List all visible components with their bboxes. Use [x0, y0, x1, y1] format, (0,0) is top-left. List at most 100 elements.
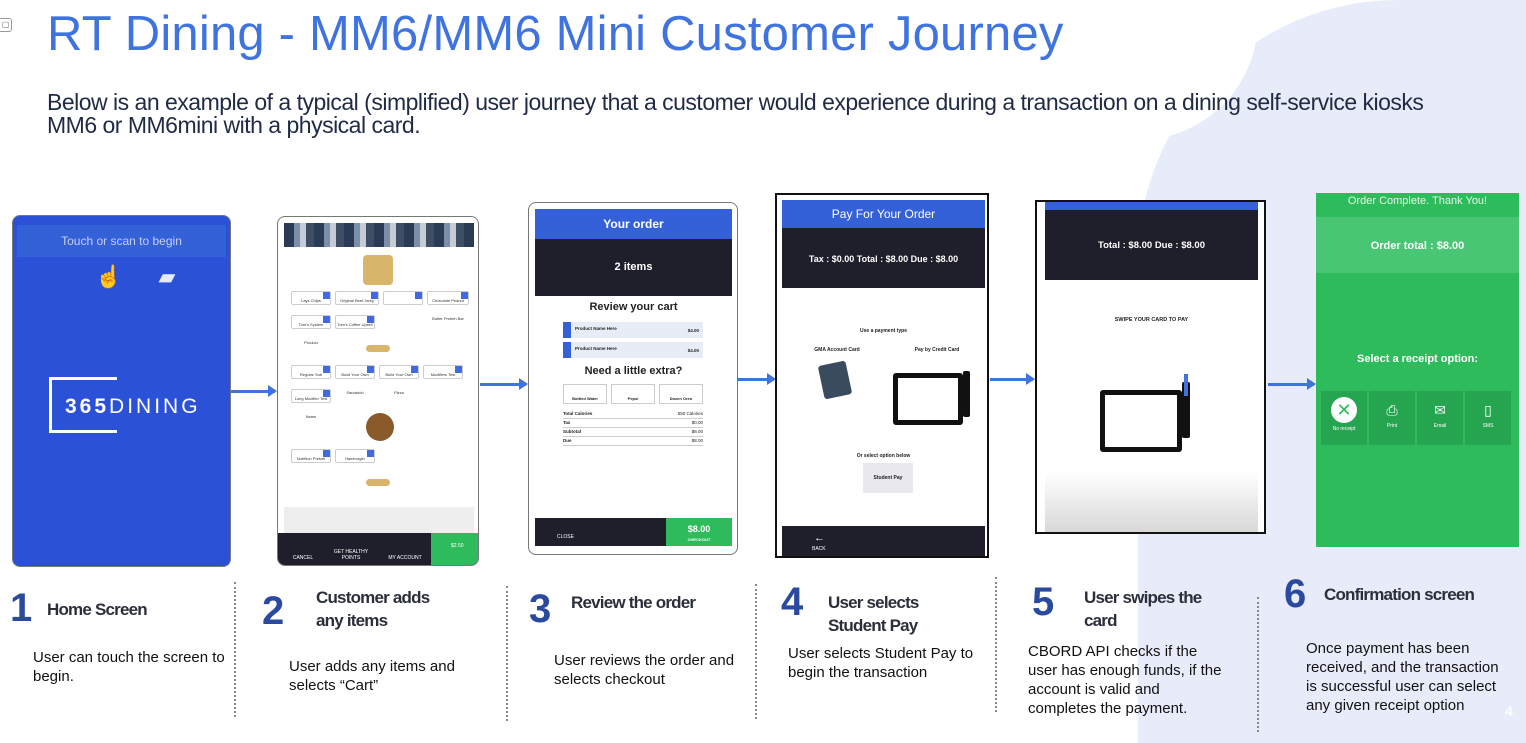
- step-title: User selects Student Pay: [828, 593, 919, 635]
- step-title: Home Screen: [47, 600, 148, 619]
- remove-icon[interactable]: [563, 342, 571, 358]
- pay-totals: Tax : $0.00 Total : $8.00 Due : $8.00: [782, 228, 985, 288]
- back-footer: BACK ←: [782, 526, 985, 556]
- page-number: 4: [1505, 703, 1513, 719]
- screen-gradient: [1045, 472, 1258, 532]
- back-arrow-icon: ←: [814, 532, 825, 544]
- screen-swipe-card: Total : $8.00 Due : $8.00 SWIPE YOUR CAR…: [1035, 200, 1266, 534]
- upsell-tile[interactable]: Pepsi: [611, 384, 655, 404]
- no-receipt-button[interactable]: ✕No receipt: [1321, 391, 1367, 445]
- product-tile[interactable]: Nutrition Pretzel: [291, 449, 331, 463]
- step-number: 6: [1284, 572, 1307, 616]
- product-tile[interactable]: Hamburger: [335, 449, 375, 463]
- close-button[interactable]: CLOSE: [557, 534, 574, 540]
- product-tile[interactable]: Tom's System Product: [291, 315, 331, 345]
- order-total: Order total : $8.00: [1316, 217, 1519, 273]
- product-tile[interactable]: Modifiers Test: [423, 365, 463, 379]
- touch-to-begin-bar[interactable]: Touch or scan to begin: [17, 225, 226, 257]
- arrow-1: [231, 385, 277, 397]
- cart-row[interactable]: Product Name Here$4.00: [563, 322, 703, 338]
- start-icons: ☝ ▰: [95, 264, 175, 290]
- envelope-icon: ✉: [1434, 402, 1446, 418]
- product-tile[interactable]: Regular Sub Sandwich: [291, 365, 331, 395]
- select-receipt-heading: Select a receipt option:: [1356, 353, 1479, 365]
- card-reader-icon[interactable]: [1100, 390, 1182, 452]
- step-divider: [1257, 597, 1259, 732]
- cart-row[interactable]: Product Name Here$4.00: [563, 342, 703, 358]
- step-title: User swipes the card: [1084, 588, 1202, 630]
- banner-image: [284, 223, 474, 247]
- arrow-4: [990, 373, 1035, 385]
- product-tile[interactable]: Long Modifier Test Name: [291, 389, 331, 419]
- cancel-button[interactable]: CANCEL: [292, 555, 314, 561]
- or-select-option: Or select option below: [856, 453, 911, 459]
- use-payment-type: Use a payment type: [860, 328, 907, 334]
- step-number: 3: [529, 587, 552, 631]
- my-account-button[interactable]: MY ACCOUNT: [388, 555, 422, 561]
- step-divider: [755, 584, 757, 719]
- card-slot-icon: [1182, 382, 1190, 438]
- remove-icon[interactable]: [563, 322, 571, 338]
- page-title: RT Dining - MM6/MM6 Mini Customer Journe…: [47, 7, 1064, 61]
- step-title: Confirmation screen: [1324, 585, 1475, 604]
- logo-bracket: [49, 377, 117, 433]
- upsell-tile[interactable]: Dozen Oreo: [659, 384, 703, 404]
- step-description: User reviews the order and selects check…: [554, 652, 735, 688]
- healthy-points-button[interactable]: GET HEALTHY POINTS: [333, 549, 369, 561]
- food-image: [363, 255, 393, 285]
- step-divider: [995, 577, 997, 712]
- step-description: User can touch the screen to begin.: [33, 649, 225, 685]
- arrow-3: [737, 373, 776, 385]
- back-button[interactable]: BACK: [812, 546, 826, 552]
- step-number: 4: [781, 580, 804, 624]
- product-tile[interactable]: Build Your Own Sandwich: [335, 365, 375, 395]
- step-description: User adds any items and selects “Cart”: [289, 658, 455, 694]
- product-tile[interactable]: Original Beef Jerky: [335, 291, 379, 305]
- step-number: 1: [10, 586, 33, 630]
- hamburger-image: [366, 413, 394, 441]
- product-tile[interactable]: Lays Chips: [291, 291, 331, 305]
- step-title: Review the order: [571, 593, 696, 612]
- upsell-tile[interactable]: Bottled Water: [563, 384, 607, 404]
- arrow-2: [480, 378, 528, 390]
- card-reader-icon[interactable]: [893, 373, 963, 425]
- product-tile[interactable]: [383, 291, 423, 305]
- food-image: [366, 479, 390, 486]
- sms-button[interactable]: ▯SMS: [1465, 391, 1511, 445]
- step-description: Once payment has been received, and the …: [1306, 640, 1499, 714]
- cart-button[interactable]: $2.50: [431, 533, 478, 565]
- carousel-strip[interactable]: [284, 507, 474, 533]
- arrow-5: [1268, 378, 1316, 390]
- step-number: 5: [1032, 580, 1055, 624]
- gma-card-icon[interactable]: [817, 360, 853, 400]
- gma-card-option[interactable]: GMA Account Card: [814, 347, 860, 353]
- logo-bold: 365: [65, 395, 110, 418]
- print-button[interactable]: ⎙Print: [1369, 391, 1415, 445]
- order-complete-header: Order Complete. Thank You!: [1347, 195, 1488, 207]
- screen-review-order: Your order 2 items Review your cart Prod…: [528, 202, 738, 555]
- product-tile[interactable]: Tom's Coffee Upsell: [335, 315, 375, 329]
- totals-row: Tax$0.00: [563, 420, 703, 428]
- step-description: CBORD API checks if the user has enough …: [1028, 643, 1222, 717]
- slide-marker-icon[interactable]: ▢: [0, 18, 12, 32]
- item-count: 2 items: [535, 239, 732, 296]
- close-icon: ✕: [1331, 397, 1357, 423]
- bottom-nav: CANCEL GET HEALTHY POINTS MY ACCOUNT $2.…: [278, 533, 478, 565]
- student-pay-button[interactable]: Student Pay: [863, 463, 913, 493]
- card-scan-icon: ▰: [158, 264, 176, 289]
- screen-confirmation: Order Complete. Thank You! Order total :…: [1316, 193, 1519, 547]
- review-cart-heading: Review your cart: [589, 301, 678, 313]
- printer-icon: ⎙: [1386, 402, 1398, 418]
- email-button[interactable]: ✉Email: [1417, 391, 1463, 445]
- totals-row: Due$8.00: [563, 438, 703, 446]
- step-description: User selects Student Pay to begin the tr…: [788, 645, 974, 681]
- step-divider: [234, 582, 236, 717]
- product-tile[interactable]: Build Your Own Pizza: [379, 365, 419, 395]
- pay-header: Pay For Your Order: [782, 200, 985, 228]
- totals-row: Subtotal$8.00: [563, 429, 703, 437]
- credit-card-option[interactable]: Pay by Credit Card: [914, 347, 960, 353]
- product-tile[interactable]: Chocolate Peanut Butter Protein Bar: [427, 291, 469, 321]
